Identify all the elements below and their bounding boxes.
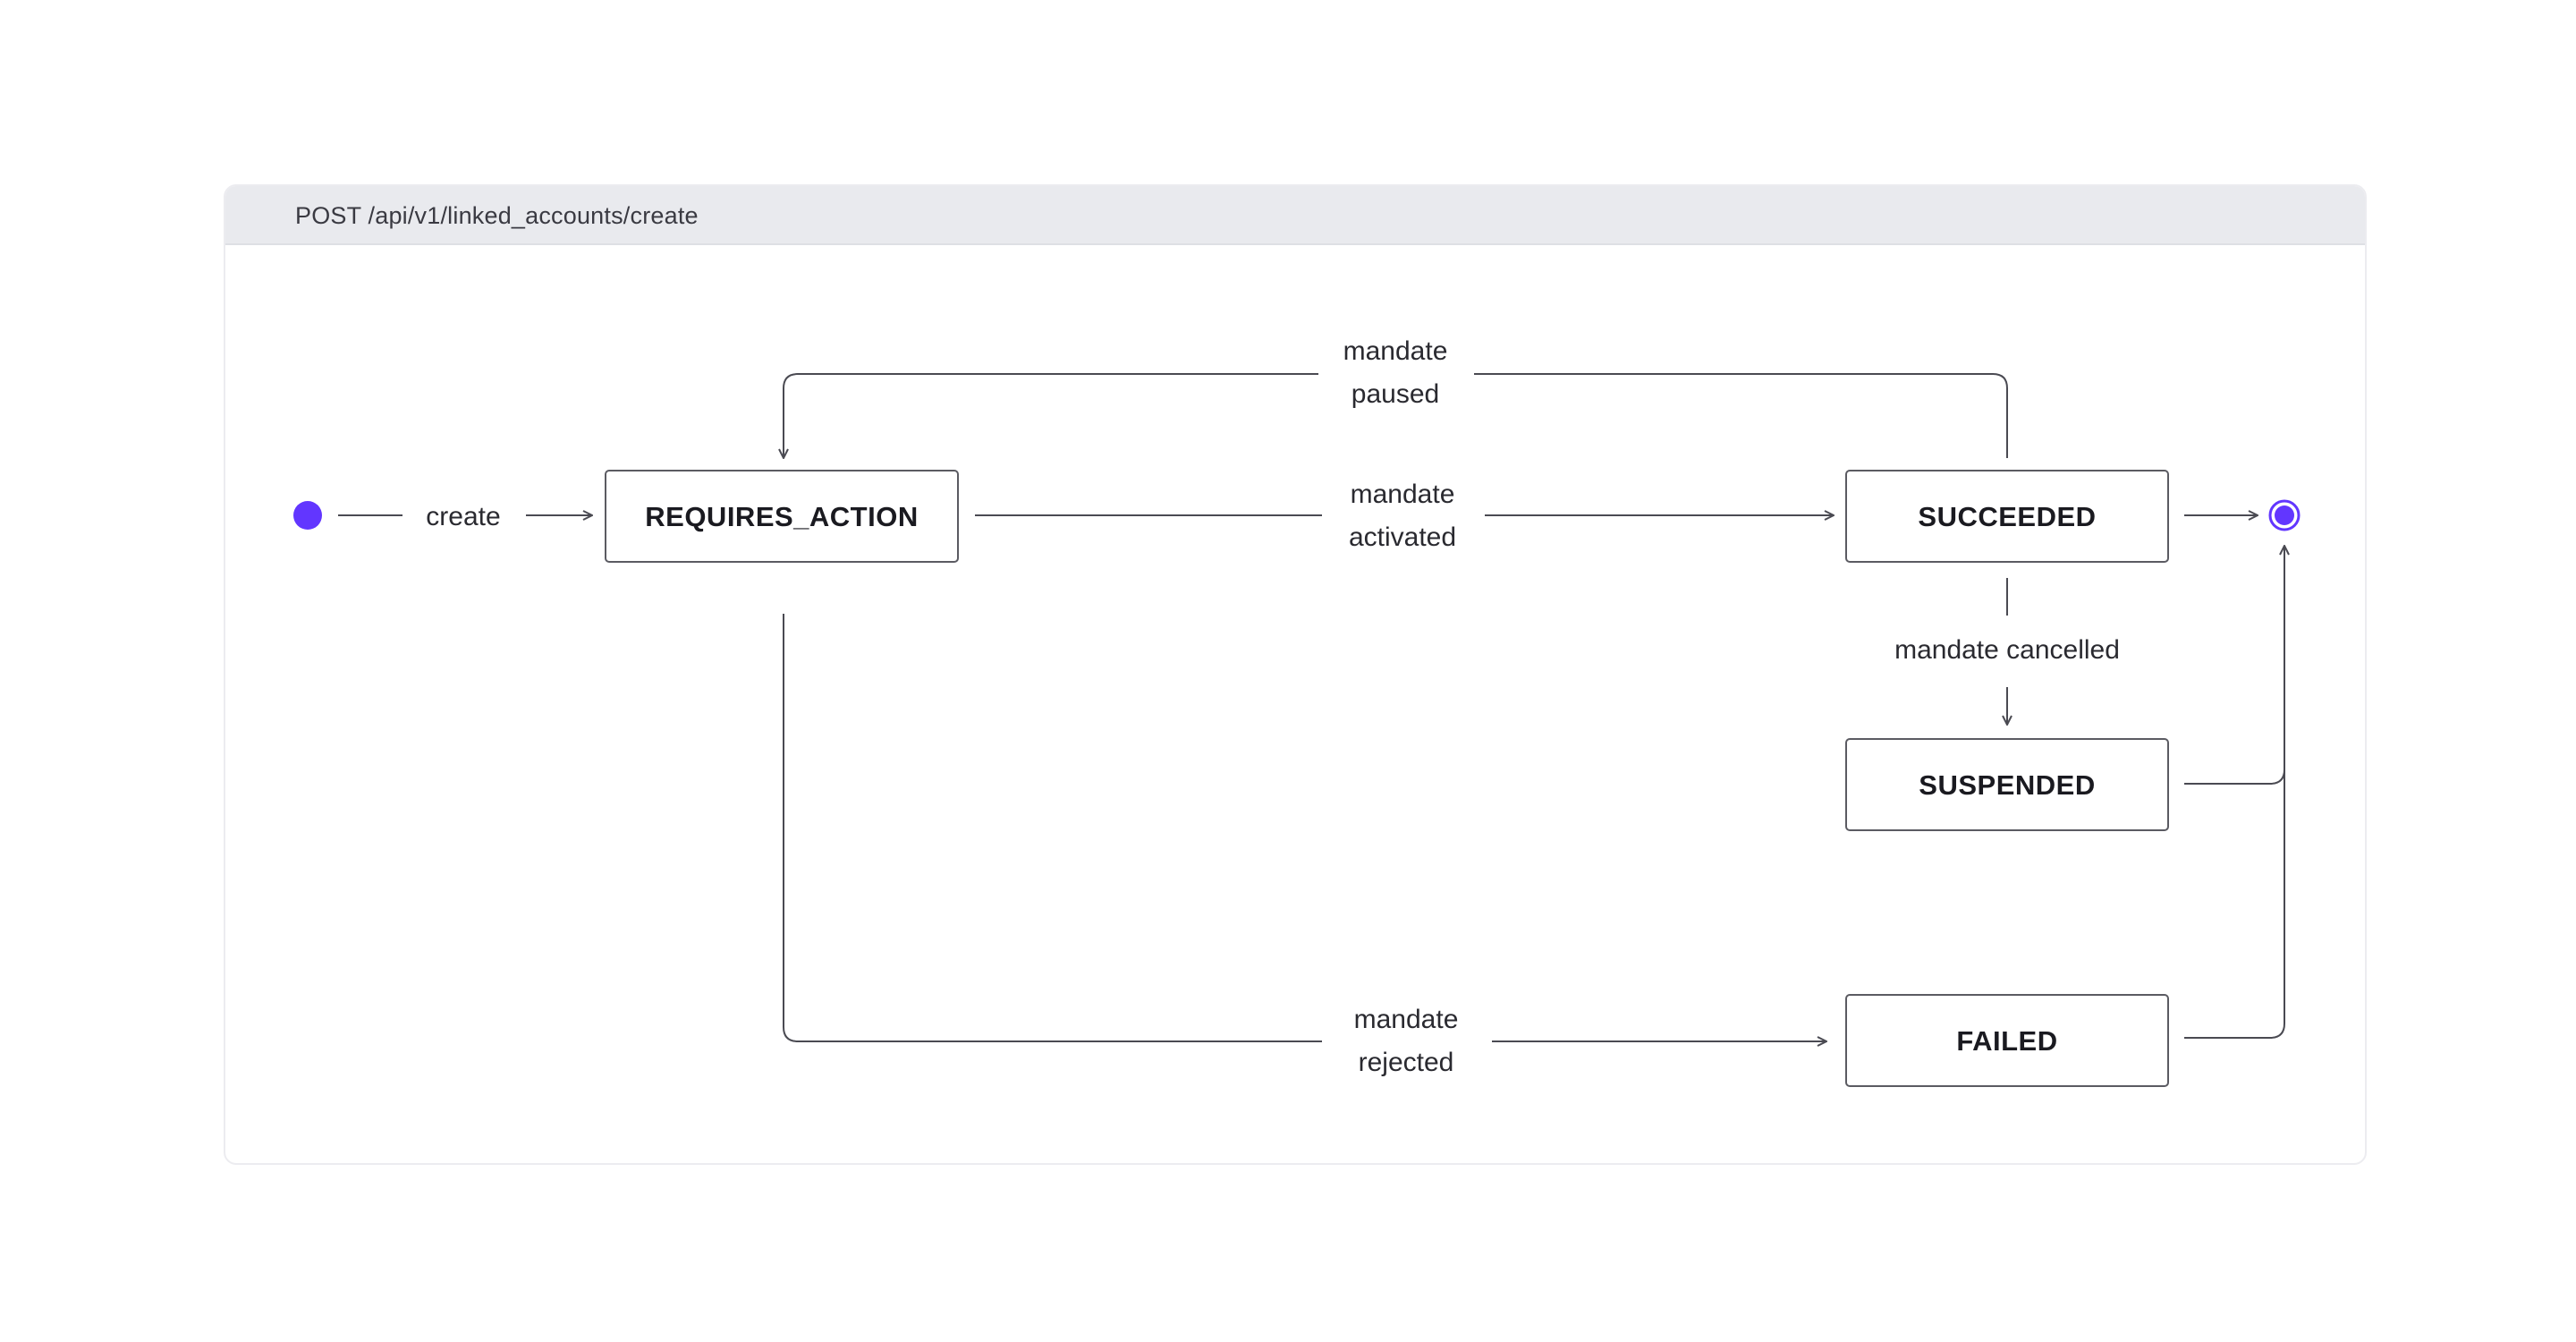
edge-label-mandate-activated-2: activated xyxy=(1349,522,1456,552)
edge-label-mandate-paused-2: paused xyxy=(1352,379,1439,409)
edge-mandate-rejected-left xyxy=(783,614,1322,1042)
end-node xyxy=(2275,505,2294,525)
edge-failed-to-end xyxy=(2184,546,2284,1039)
state-succeeded xyxy=(1845,470,2169,563)
endpoint-label: POST /api/v1/linked_accounts/create xyxy=(295,202,699,229)
start-node xyxy=(293,501,322,530)
state-suspended xyxy=(1845,738,2169,831)
state-requires-action xyxy=(605,470,959,563)
state-diagram-card: POST /api/v1/linked_accounts/create xyxy=(224,184,2367,1165)
state-label-failed: FAILED xyxy=(1956,1025,2057,1057)
edge-suspended-to-end xyxy=(2184,769,2285,785)
state-label-suspended: SUSPENDED xyxy=(1919,769,2095,801)
state-failed xyxy=(1845,994,2169,1087)
edge-label-mandate-activated-1: mandate xyxy=(1351,480,1455,509)
edge-mandate-paused-right xyxy=(1474,373,2008,458)
edge-label-mandate-cancelled: mandate cancelled xyxy=(1894,635,2120,665)
card-header: POST /api/v1/linked_accounts/create xyxy=(225,186,2365,245)
state-label-requires-action: REQUIRES_ACTION xyxy=(645,501,918,532)
state-label-succeeded: SUCCEEDED xyxy=(1918,501,2096,532)
edge-mandate-paused-left xyxy=(784,373,1318,458)
edge-label-create: create xyxy=(426,502,500,531)
edge-label-mandate-rejected-2: rejected xyxy=(1359,1048,1454,1077)
edge-label-mandate-paused-1: mandate xyxy=(1343,336,1448,366)
edge-label-mandate-rejected-1: mandate xyxy=(1354,1005,1459,1034)
